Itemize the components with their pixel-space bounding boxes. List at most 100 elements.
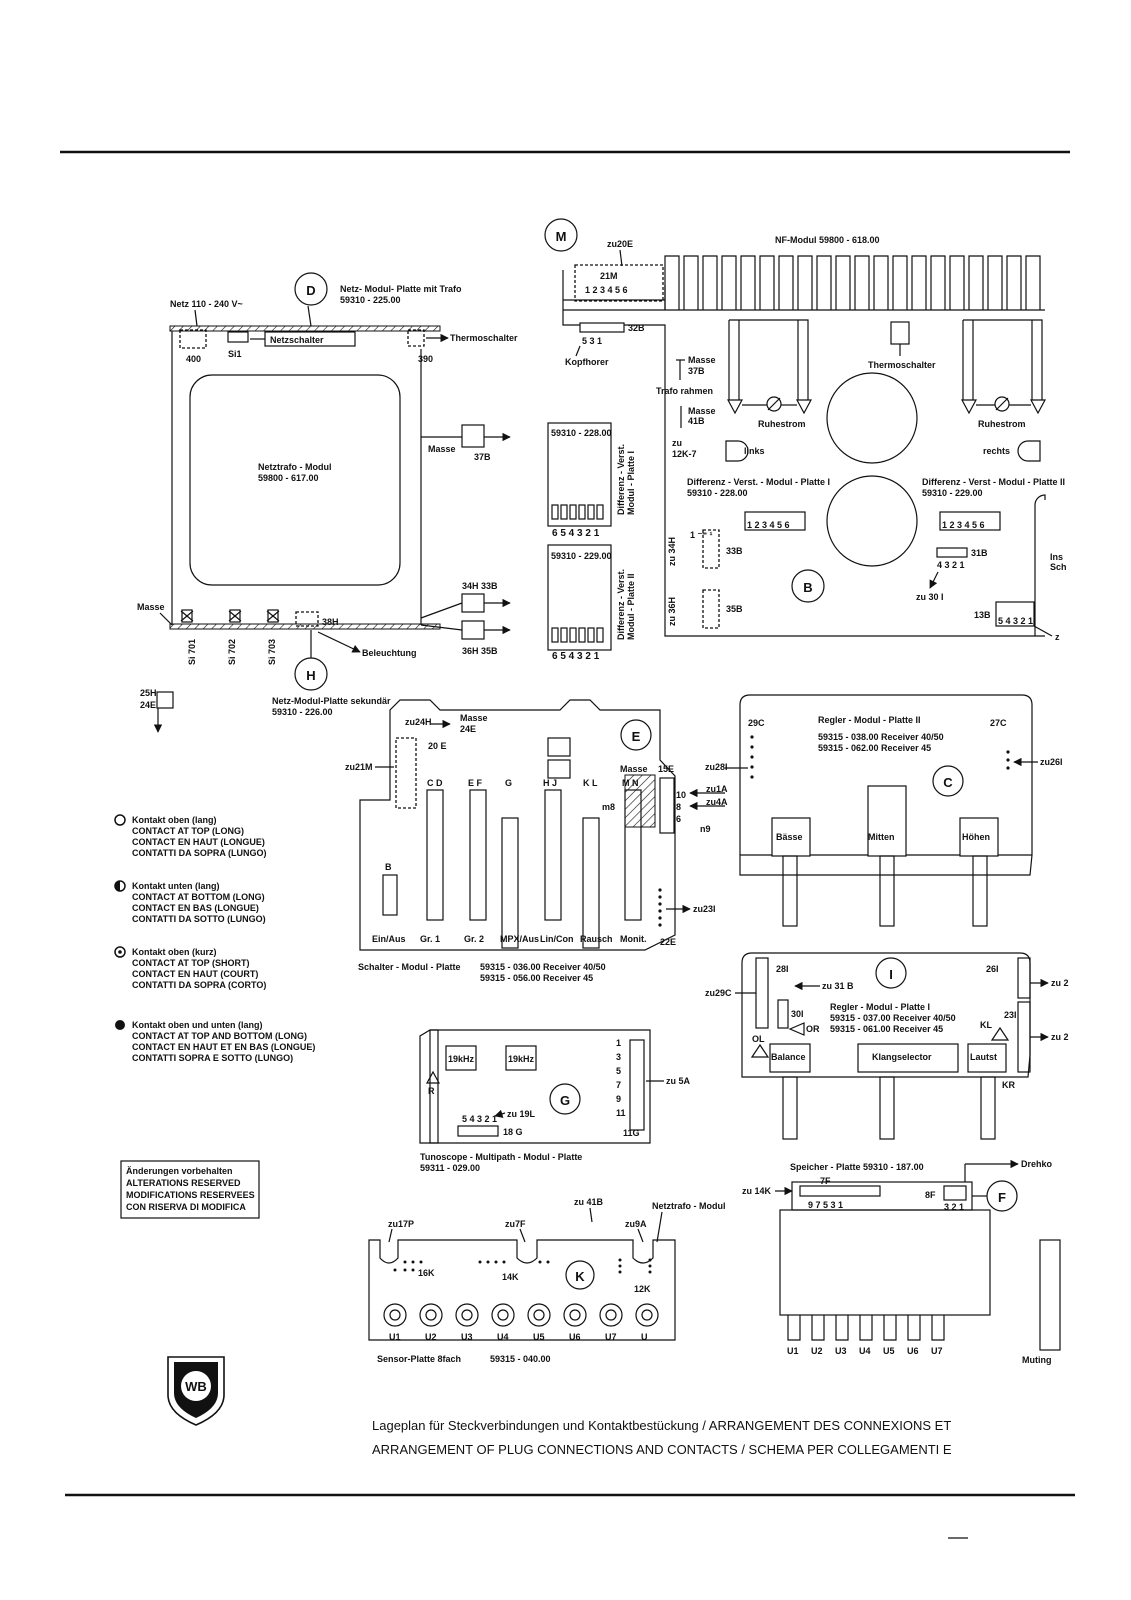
plate-pin bbox=[551, 627, 559, 643]
board-d-letter: D bbox=[306, 283, 315, 298]
heatsink-fin bbox=[892, 255, 908, 310]
dv2-pins: 1 2 3 4 5 6 bbox=[942, 520, 985, 530]
f-pin-label: U3 bbox=[835, 1346, 847, 1356]
heatsink-fin bbox=[1025, 255, 1041, 310]
g-pin-number: 5 bbox=[616, 1066, 621, 1076]
netztrafo-part: 59800 - 617.00 bbox=[258, 473, 319, 483]
masse-e-label: Masse bbox=[460, 713, 488, 723]
legend-4-line-2: CONTACT AT TOP AND BOTTOM (LONG) bbox=[132, 1031, 307, 1041]
heatsink-fin bbox=[930, 255, 946, 310]
masse-15e-label: Masse bbox=[620, 764, 648, 774]
sensor-center bbox=[533, 1309, 545, 1321]
pin-10-label: 10 bbox=[676, 790, 686, 800]
dv-plate1-pin-numbers: 6 5 4 3 2 1 bbox=[552, 528, 600, 539]
reserved-line-1: Änderungen vorbehalten bbox=[126, 1166, 233, 1176]
board-b: 59310 - 228.00 6 5 4 3 2 1 Differenz - V… bbox=[547, 422, 1067, 662]
transformer-bottom bbox=[826, 475, 918, 567]
sensor-label: U4 bbox=[497, 1332, 509, 1342]
sensor-ring bbox=[383, 1303, 407, 1327]
pin-dot bbox=[750, 735, 754, 739]
si702-label: Si 702 bbox=[227, 639, 237, 665]
pin-dot bbox=[658, 909, 662, 913]
legend-2-line-2: CONTACT AT BOTTOM (LONG) bbox=[132, 892, 265, 902]
netztrafo-body bbox=[189, 374, 401, 586]
connector-25h: 25H bbox=[140, 688, 157, 698]
mitten-label: Mitten bbox=[868, 832, 895, 842]
connector-21m: 21M bbox=[600, 271, 618, 281]
slide-switch bbox=[624, 789, 642, 921]
reserved-line-4: CON RISERVA DI MODIFICA bbox=[126, 1202, 246, 1212]
connector-36h-35b: 36H 35B bbox=[462, 646, 498, 656]
zu2-bottom-label: zu 2 bbox=[1051, 1032, 1069, 1042]
plate-pin bbox=[578, 504, 586, 520]
connector-32b-pins: 5 3 1 bbox=[582, 336, 602, 346]
zu26i-label: zu26I bbox=[1040, 757, 1063, 767]
contact-dot bbox=[494, 1260, 498, 1264]
connector-400: 400 bbox=[186, 354, 201, 364]
board-i-part1: 59315 - 037.00 Receiver 40/50 bbox=[830, 1013, 956, 1023]
dv2-part: 59310 - 229.00 bbox=[922, 488, 983, 498]
connector-31b-pins: 4 3 2 1 bbox=[937, 560, 965, 570]
heatsink-fins bbox=[664, 255, 1041, 310]
sensor-ring bbox=[419, 1303, 443, 1327]
footer-line-2: ARRANGEMENT OF PLUG CONNECTIONS AND CONT… bbox=[372, 1442, 952, 1457]
dv-plate1-side1: Differenz - Verst. bbox=[616, 444, 626, 515]
zu36h-label: zu 36H bbox=[667, 597, 677, 626]
connector-13b-pins: 5 4 3 2 1 bbox=[998, 616, 1033, 626]
heatsink-fin bbox=[1006, 255, 1022, 310]
si701-label: Si 701 bbox=[187, 639, 197, 665]
legend-1-line-1: Kontakt oben (lang) bbox=[132, 815, 217, 825]
connector-30i: 30I bbox=[791, 1009, 804, 1019]
sensor-label: U1 bbox=[389, 1332, 401, 1342]
board-c-title: Regler - Modul - Platte II bbox=[818, 715, 921, 725]
board-e-part2: 59315 - 056.00 Receiver 45 bbox=[480, 973, 593, 983]
plate-pin bbox=[587, 504, 595, 520]
pin-dot bbox=[658, 895, 662, 899]
sensor-label: U5 bbox=[533, 1332, 545, 1342]
board-g-title: Tunoscope - Multipath - Modul - Platte bbox=[420, 1152, 582, 1162]
heatsink-fin bbox=[740, 255, 756, 310]
connector-24e: 24E bbox=[140, 700, 156, 710]
f-pin bbox=[883, 1315, 897, 1341]
legend-3-line-4: CONTATTI DA SOPRA (CORTO) bbox=[132, 980, 266, 990]
connector-35b-b: 35B bbox=[726, 604, 743, 614]
dv-plate1-side2: Modul - Platte I bbox=[626, 451, 636, 515]
logo-text: WB bbox=[185, 1379, 207, 1394]
heatsink-fin bbox=[664, 255, 680, 310]
switch-label: Lin/Con bbox=[540, 934, 574, 944]
trimmer-right bbox=[994, 396, 1010, 412]
g-pin-number: 9 bbox=[616, 1094, 621, 1104]
legend-2-line-4: CONTATTI DA SOTTO (LUNGO) bbox=[132, 914, 266, 924]
netz-voltage-label: Netz 110 - 240 V~ bbox=[170, 299, 243, 309]
heatsink-fin bbox=[816, 255, 832, 310]
connector-7f: 7F bbox=[820, 1176, 831, 1186]
board-f: Speicher - Platte 59310 - 187.00 Drehko … bbox=[742, 1159, 1061, 1365]
board-f-letter: F bbox=[998, 1190, 1006, 1205]
legend-3-line-2: CONTACT AT TOP (SHORT) bbox=[132, 958, 250, 968]
pin-dot bbox=[1006, 758, 1010, 762]
khz1-label: 19kHz bbox=[448, 1054, 475, 1064]
f-pin bbox=[835, 1315, 849, 1341]
klangselector-label: Klangselector bbox=[872, 1052, 932, 1062]
g-pin-number: 3 bbox=[616, 1052, 621, 1062]
khz2-label: 19kHz bbox=[508, 1054, 535, 1064]
legend-4-line-1: Kontakt oben und unten (lang) bbox=[132, 1020, 262, 1030]
trimmer-left bbox=[766, 396, 782, 412]
switch-label: MPX/Aus bbox=[500, 934, 539, 944]
dv1-part: 59310 - 228.00 bbox=[687, 488, 748, 498]
heatsink-fin bbox=[987, 255, 1003, 310]
plate-pin bbox=[596, 504, 604, 520]
board-k-contacts bbox=[393, 1258, 652, 1274]
zu19l-label: zu 19L bbox=[507, 1109, 536, 1119]
sensor-ring bbox=[563, 1303, 587, 1327]
heatsink-fin bbox=[873, 255, 889, 310]
board-f-body bbox=[779, 1209, 991, 1316]
board-c: 29C 27C Regler - Modul - Platte II 59315… bbox=[705, 694, 1063, 927]
zu23i-pins bbox=[658, 888, 662, 927]
masse-d-label: Masse bbox=[428, 444, 456, 454]
contact-dot bbox=[486, 1260, 490, 1264]
kr-label: KR bbox=[1002, 1080, 1015, 1090]
f-pin-label: U4 bbox=[859, 1346, 871, 1356]
connector-29c: 29C bbox=[748, 718, 765, 728]
